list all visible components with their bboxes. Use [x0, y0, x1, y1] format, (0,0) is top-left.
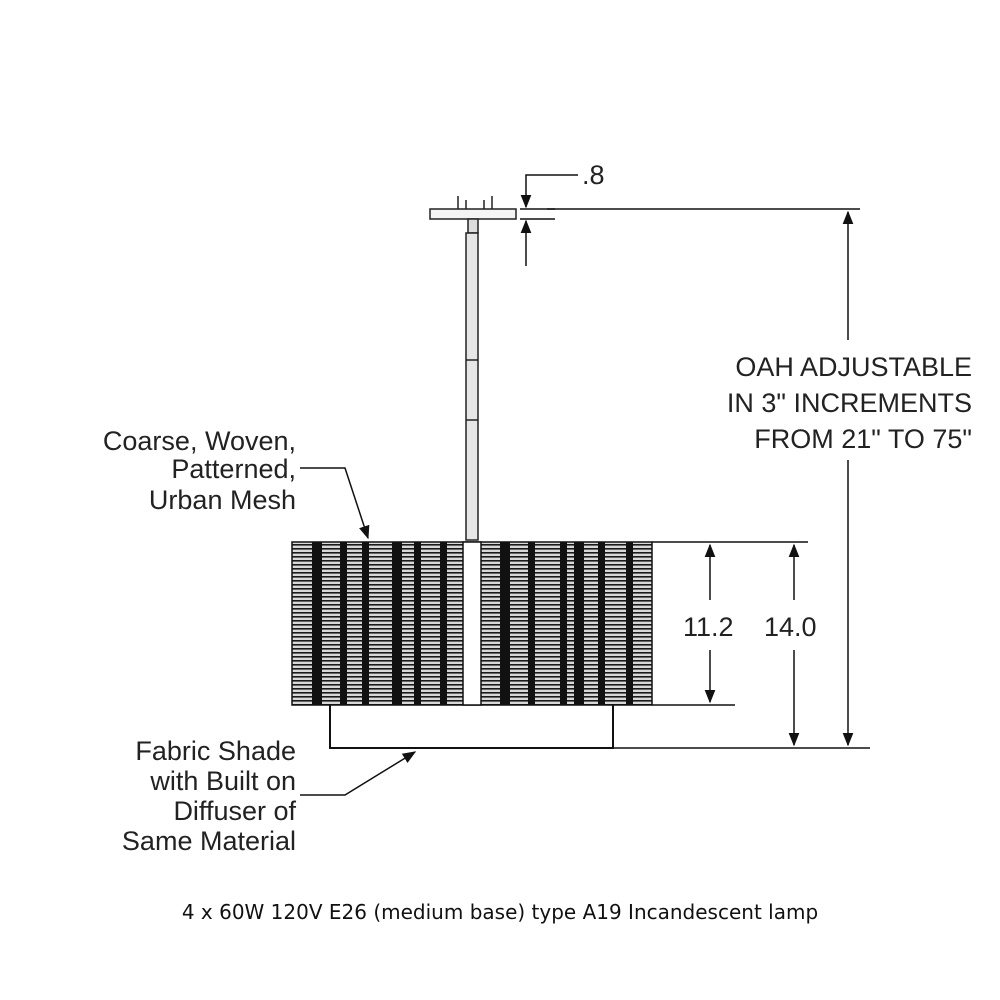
oah-label: OAH ADJUSTABLE IN 3" INCREMENTS FROM 21"…	[727, 352, 972, 454]
ceiling-canopy	[429, 196, 517, 234]
oah-line-1: OAH ADJUSTABLE	[735, 352, 972, 382]
shade-total-height-label: 14.0	[764, 612, 817, 642]
mesh-line-2: Patterned,	[171, 454, 296, 484]
canopy-dimension	[520, 174, 860, 266]
mesh-stripe	[440, 542, 447, 705]
mesh-stripe	[574, 542, 584, 705]
mesh-callout: Coarse, Woven, Patterned, Urban Mesh	[103, 426, 370, 540]
shade-line-1: Fabric Shade	[135, 736, 296, 766]
mesh-stripe	[598, 542, 605, 705]
mesh-stripe	[392, 542, 402, 705]
shade-line-2: with Built on	[149, 766, 296, 796]
shade-dimensions	[613, 210, 870, 749]
fabric-diffuser	[329, 705, 614, 749]
shade-line-4: Same Material	[122, 826, 296, 856]
mesh-shade	[291, 541, 653, 706]
oah-line-3: FROM 21" TO 75"	[754, 424, 972, 454]
mesh-vertical-stripes	[312, 542, 633, 705]
stem-rod	[465, 232, 479, 541]
mesh-stripe	[340, 542, 347, 705]
mesh-stripe	[312, 542, 322, 705]
mesh-stripe	[414, 542, 421, 705]
mesh-line-1: Coarse, Woven,	[103, 426, 296, 456]
canopy-dimension-label: .8	[582, 160, 605, 190]
mesh-stripe	[560, 542, 567, 705]
lamp-spec-caption: 4 x 60W 120V E26 (medium base) type A19 …	[181, 900, 819, 924]
shade-body-height-label: 11.2	[683, 612, 734, 642]
shade-callout: Fabric Shade with Built on Diffuser of S…	[122, 736, 417, 856]
oah-line-2: IN 3" INCREMENTS	[727, 388, 972, 418]
mesh-stripe	[528, 542, 535, 705]
mesh-line-3: Urban Mesh	[149, 485, 296, 515]
mesh-stripe	[362, 542, 369, 705]
shade-line-3: Diffuser of	[173, 796, 296, 826]
mesh-stripe	[626, 542, 633, 705]
mesh-stripe	[500, 542, 510, 705]
